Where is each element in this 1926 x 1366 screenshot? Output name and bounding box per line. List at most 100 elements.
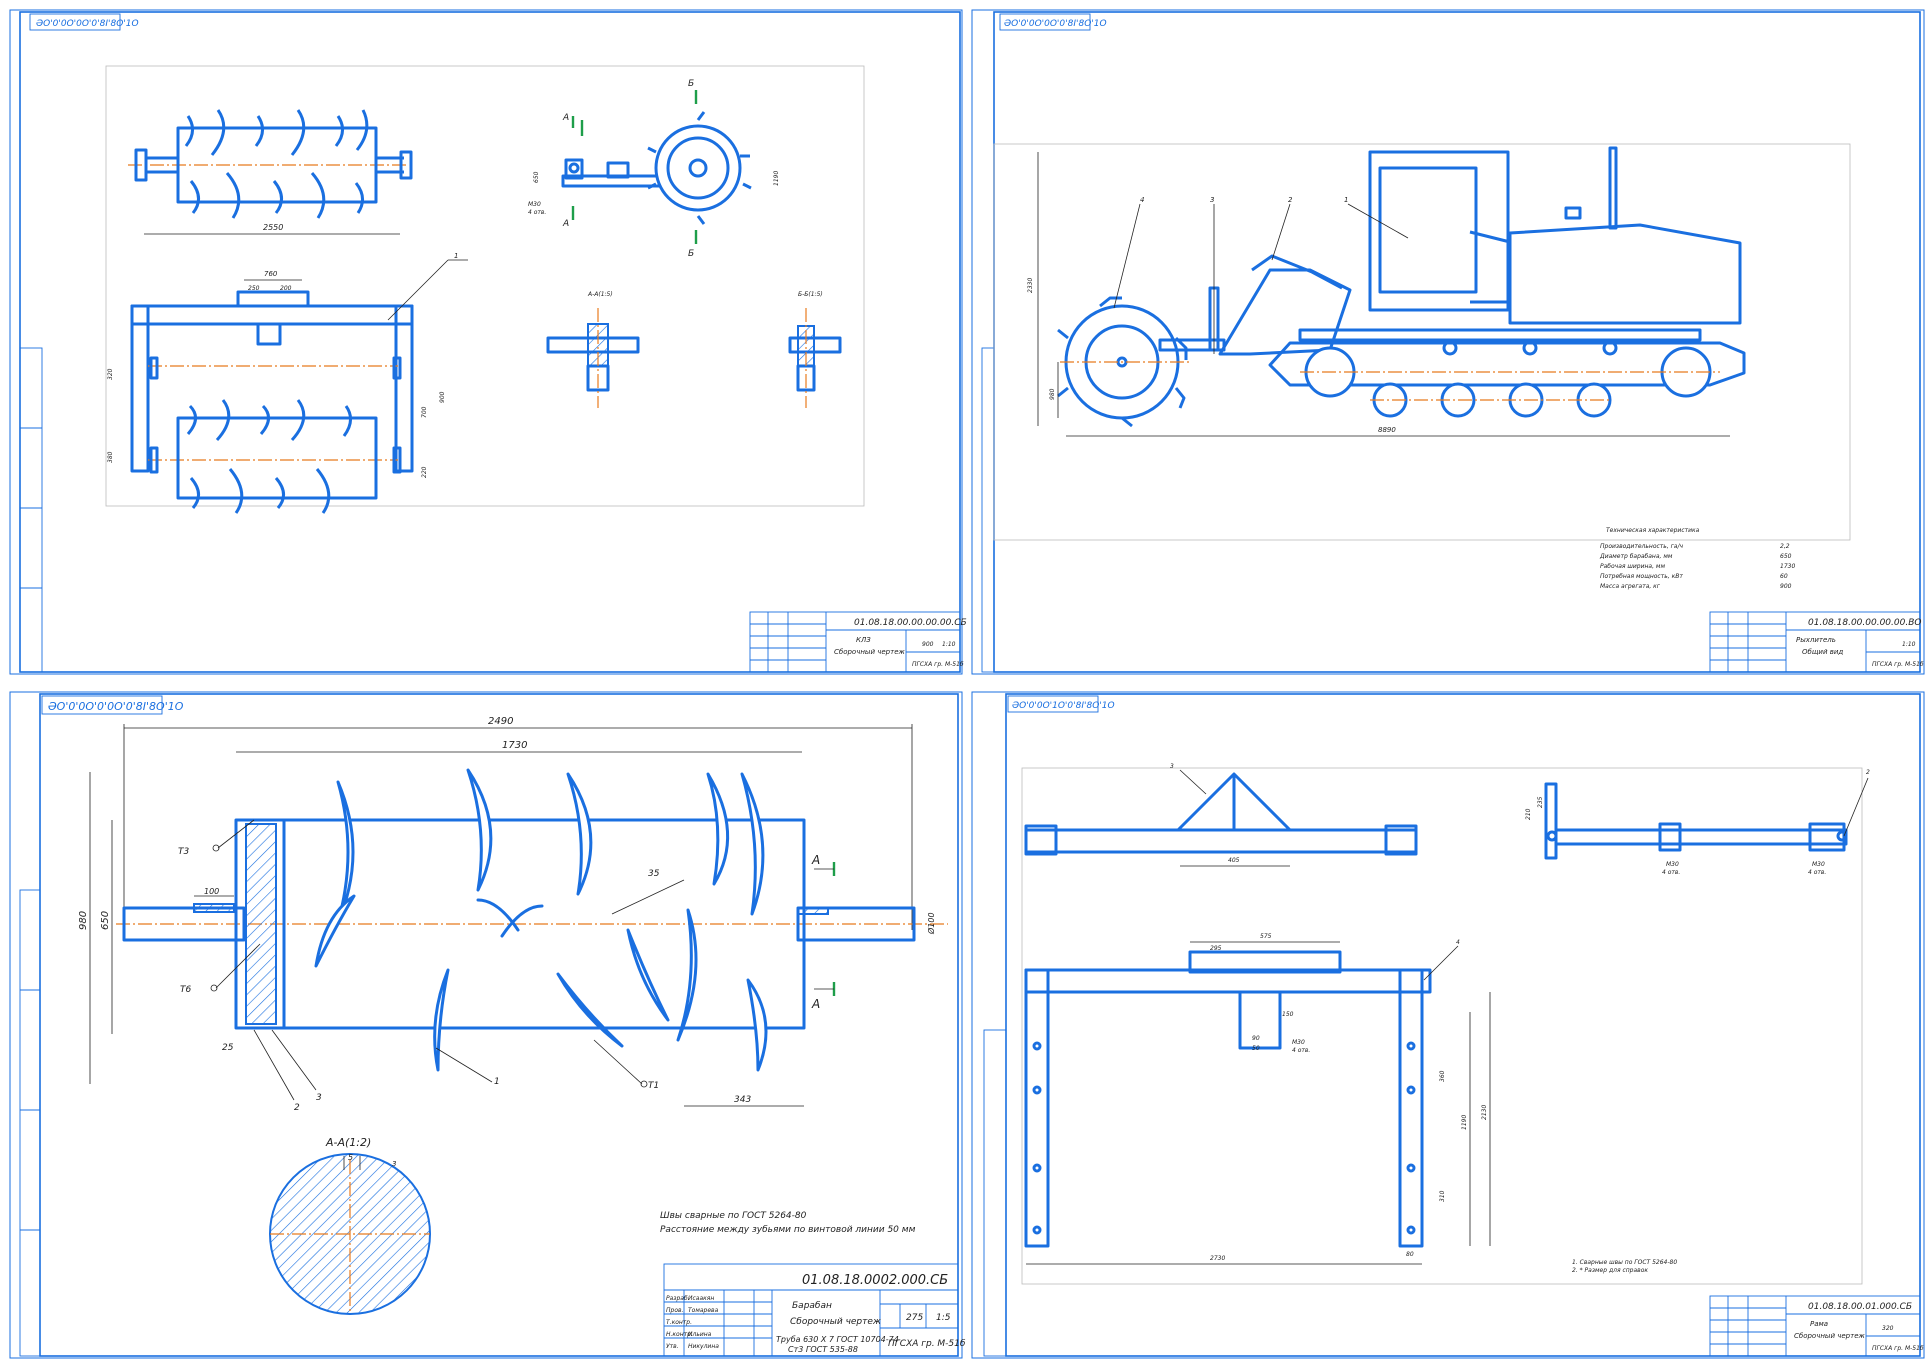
svg-text:8890: 8890: [1378, 426, 1396, 434]
sheet-assembly-klz: ƏΟ'0'0Ο'0Ο'0'8Ι'8Ο'1Ο 2550 760 250 200 3…: [8, 8, 967, 676]
svg-text:Т1: Т1: [648, 1081, 659, 1091]
svg-text:А: А: [811, 853, 820, 867]
svg-text:Т3: Т3: [178, 847, 189, 857]
svg-text:КЛЗ: КЛЗ: [856, 636, 871, 644]
svg-text:90: 90: [1252, 1035, 1260, 1042]
notes: 1. Сварные швы по ГОСТ 5264-80 2. * Разм…: [1572, 1259, 1677, 1274]
svg-text:4 отв.: 4 отв.: [1808, 869, 1826, 876]
svg-text:25: 25: [222, 1043, 234, 1053]
svg-text:М30: М30: [1292, 1039, 1305, 1046]
svg-text:А: А: [811, 997, 820, 1011]
svg-text:Ст3 ГОСТ 535-88: Ст3 ГОСТ 535-88: [788, 1345, 858, 1354]
svg-text:Н.контр.: Н.контр.: [666, 1331, 693, 1338]
svg-text:35: 35: [648, 869, 660, 879]
svg-text:3: 3: [316, 1093, 322, 1103]
svg-text:А-А(1:5): А-А(1:5): [587, 291, 613, 298]
svg-text:343: 343: [734, 1095, 751, 1105]
svg-text:Барабан: Барабан: [792, 1301, 832, 1311]
svg-text:2,2: 2,2: [1780, 543, 1790, 550]
svg-text:01.08.18.00.00.00.00.СБ: 01.08.18.00.00.00.00.СБ: [854, 618, 967, 628]
svg-text:Ильина: Ильина: [688, 1331, 712, 1338]
svg-text:2: 2: [294, 1103, 300, 1113]
svg-text:1190: 1190: [773, 171, 780, 186]
corner-code-box: [29, 13, 121, 31]
svg-text:1:10: 1:10: [942, 641, 956, 648]
svg-text:Рабочая ширина, мм: Рабочая ширина, мм: [1600, 563, 1665, 570]
sheet-general-view: ƏΟ'0'0Ο'0Ο'0'8Ι'8Ο'1Ο 23: [970, 8, 1926, 676]
sheet-drum-assembly: ƏΟ'0'0Ο'0'0Ο'0'8Ι'8Ο'1Ο 2490 1730 980 65…: [8, 690, 966, 1360]
section-a-a: А-А(1:5): [546, 291, 640, 408]
svg-text:Ø100: Ø100: [926, 912, 936, 935]
corner-code: ƏΟ'0'0Ο'0Ο'0'8Ι'8Ο'1Ο: [1004, 19, 1107, 29]
svg-text:ПГСХА гр. М-51б: ПГСХА гр. М-51б: [1872, 661, 1924, 668]
svg-text:760: 760: [264, 270, 278, 278]
tech-specs: Техническая характеристика Производитель…: [1599, 527, 1795, 590]
frame-top-view: 405 3: [1024, 763, 1418, 867]
svg-text:Томарева: Томарева: [688, 1307, 719, 1314]
svg-text:50: 50: [1252, 1045, 1260, 1052]
drum-top-view: 2550: [128, 109, 413, 235]
svg-text:Общий вид: Общий вид: [1802, 648, 1843, 656]
svg-text:980: 980: [1049, 388, 1056, 400]
frame-front-view: 575 295 150 М30 4 отв. 90 50 2730 2130 1…: [1024, 933, 1491, 1265]
svg-text:80: 80: [1406, 1251, 1414, 1258]
svg-text:Сборочный чертеж: Сборочный чертеж: [834, 648, 905, 656]
svg-text:900: 900: [1780, 583, 1792, 590]
section-a-a: А-А(1:2) 5 3: [269, 1136, 431, 1315]
svg-text:2. * Размер для справок: 2. * Размер для справок: [1572, 1267, 1648, 1274]
svg-text:Б: Б: [688, 249, 694, 259]
svg-text:Труба 630 Х 7 ГОСТ 10704-74: Труба 630 Х 7 ГОСТ 10704-74: [776, 1335, 899, 1344]
svg-text:310: 310: [1439, 1190, 1446, 1202]
svg-text:М30: М30: [1666, 861, 1679, 868]
svg-text:2: 2: [1288, 196, 1293, 204]
tractor-with-drum: 2330 980 8890 4 3 2 1: [1027, 146, 1746, 437]
svg-text:2330: 2330: [1027, 278, 1034, 293]
svg-text:1: 1: [494, 1077, 500, 1087]
svg-text:Масса агрегата, кг: Масса агрегата, кг: [1600, 583, 1661, 590]
svg-text:Разраб.: Разраб.: [666, 1295, 690, 1302]
title-block: 01.08.18.00.01.000.СБ Рама Сборочный чер…: [1709, 1295, 1924, 1357]
drawing-frame: [39, 693, 959, 1357]
svg-text:275: 275: [906, 1313, 923, 1323]
svg-text:700: 700: [421, 406, 428, 418]
sheet2-drawing: ƏΟ'0'0Ο'0Ο'0'8Ι'8Ο'1Ο 23: [971, 9, 1925, 675]
svg-text:Швы сварные по ГОСТ 5264-80: Швы сварные по ГОСТ 5264-80: [660, 1211, 807, 1221]
svg-text:650: 650: [1780, 553, 1792, 560]
svg-text:01.08.18.00.01.000.СБ: 01.08.18.00.01.000.СБ: [1808, 1302, 1912, 1312]
svg-text:235: 235: [1537, 796, 1544, 808]
svg-text:380: 380: [107, 451, 114, 463]
sheet4-drawing: ƏΟ'0'0Ο'1Ο'0'8Ι'8Ο'1Ο 405 3 210 235 М30 …: [971, 691, 1925, 1359]
sheet-frame-assembly: ƏΟ'0'0Ο'1Ο'0'8Ι'8Ο'1Ο 405 3 210 235 М30 …: [970, 690, 1926, 1360]
svg-text:01.08.18.00.00.00.00.ВО: 01.08.18.00.00.00.00.ВО: [1808, 618, 1921, 628]
frame-side-view: 210 235 М30 4 отв. М30 4 отв. 2: [1525, 769, 1870, 876]
svg-text:4: 4: [1140, 196, 1144, 204]
notes: Швы сварные по ГОСТ 5264-80 Расстояние м…: [660, 1211, 916, 1235]
svg-text:2: 2: [1866, 769, 1870, 776]
svg-text:Никулина: Никулина: [688, 1343, 719, 1350]
svg-text:Исаакян: Исаакян: [688, 1295, 714, 1302]
svg-text:1730: 1730: [502, 740, 527, 751]
svg-text:4: 4: [1456, 939, 1460, 946]
drum-assembly-view: 2490 1730 980 650 А: [78, 716, 948, 1113]
svg-text:320: 320: [1882, 1325, 1894, 1332]
side-view: А А Б Б 650 1190 М30 4 отв.: [528, 79, 780, 259]
svg-text:Диаметр барабана, мм: Диаметр барабана, мм: [1599, 553, 1673, 560]
drawing-frame: [1005, 693, 1921, 1357]
svg-text:Б-Б(1:5): Б-Б(1:5): [798, 291, 823, 298]
svg-text:1:10: 1:10: [1902, 641, 1916, 648]
frame-front-view: 760 250 200 320 380 900 700 220 1: [107, 252, 468, 514]
side-strip: [19, 347, 43, 673]
svg-text:Потребная мощность, кВт: Потребная мощность, кВт: [1600, 573, 1683, 580]
title-block: 01.08.18.00.00.00.00.СБ КЛЗ Сборочный че…: [749, 611, 967, 673]
title-block: 01.08.18.0002.000.СБ Барабан Сборочный ч…: [663, 1263, 966, 1357]
svg-text:3: 3: [1170, 763, 1174, 770]
svg-text:Б: Б: [688, 79, 694, 89]
svg-text:Пров.: Пров.: [666, 1307, 684, 1314]
svg-text:60: 60: [1780, 573, 1788, 580]
corner-code: ƏΟ'0'0Ο'1Ο'0'8Ι'8Ο'1Ο: [1012, 701, 1115, 711]
svg-text:360: 360: [1439, 1070, 1446, 1082]
svg-text:ПГСХА гр. М-51б: ПГСХА гр. М-51б: [912, 661, 964, 668]
svg-text:575: 575: [1260, 933, 1272, 940]
svg-text:А: А: [562, 219, 569, 229]
svg-text:980: 980: [78, 911, 89, 930]
